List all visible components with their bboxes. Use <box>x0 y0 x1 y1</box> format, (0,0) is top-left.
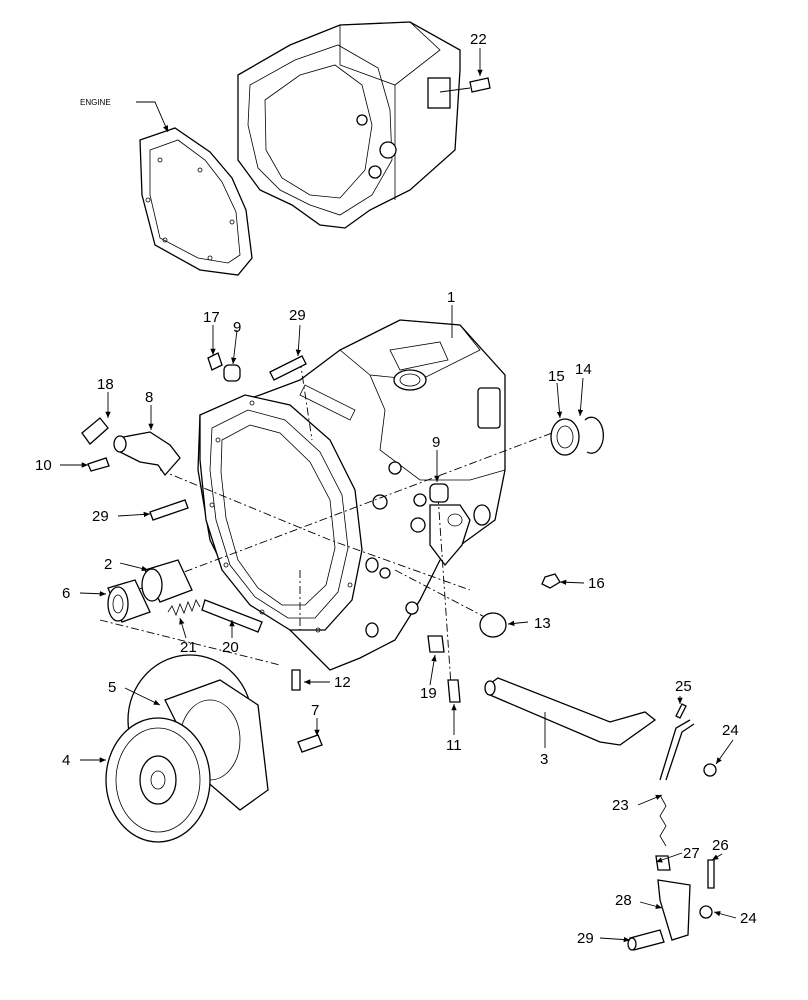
callout-8: 7 <box>311 702 319 719</box>
callout-26: 27 <box>683 845 700 862</box>
callout-21: 21 <box>180 639 197 656</box>
leader-lines <box>60 48 737 943</box>
callout-2: 2 <box>104 556 112 573</box>
callout-12: 12 <box>334 674 351 691</box>
loose-parts <box>81 352 717 951</box>
callout-4: 4 <box>62 752 70 769</box>
callout-15: 15 <box>548 368 565 385</box>
callout-13: 13 <box>534 615 551 632</box>
callout-16: 16 <box>588 575 605 592</box>
callout-27: 28 <box>615 892 632 909</box>
callout-29-top: 29 <box>289 307 306 324</box>
callout-22: 22 <box>470 31 487 48</box>
callout-24-bottom: 24 <box>740 910 757 927</box>
callout-28: 29 <box>577 930 594 947</box>
callout-23: 23 <box>612 797 629 814</box>
callout-19: 19 <box>420 685 437 702</box>
callout-9-top: 9 <box>233 319 241 336</box>
engine-housing <box>139 21 491 276</box>
callout-5: 5 <box>108 679 116 696</box>
centerlines <box>99 359 561 701</box>
callout-1: 1 <box>447 289 455 306</box>
callout-29-left: 29 <box>92 508 109 525</box>
callout-11: 11 <box>446 737 462 754</box>
callout-7: 8 <box>145 389 153 406</box>
transmission-housing <box>197 319 506 671</box>
callout-6: 6 <box>62 585 70 602</box>
callout-3: 3 <box>540 751 548 768</box>
callout-25-top: 25 <box>675 678 692 695</box>
callout-9-right: 9 <box>432 434 440 451</box>
callout-24-top: 24 <box>722 722 739 739</box>
callout-20: 20 <box>222 639 239 656</box>
callout-10: 10 <box>35 457 52 474</box>
callout-labels: ENGINE 22 1 17 9 29 18 8 10 29 15 14 9 2… <box>35 31 757 947</box>
callout-18: 18 <box>97 376 114 393</box>
callout-25-bottom: 26 <box>712 837 729 854</box>
callout-17: 17 <box>203 309 220 326</box>
engine-label: ENGINE <box>80 98 111 107</box>
callout-14: 14 <box>575 361 592 378</box>
